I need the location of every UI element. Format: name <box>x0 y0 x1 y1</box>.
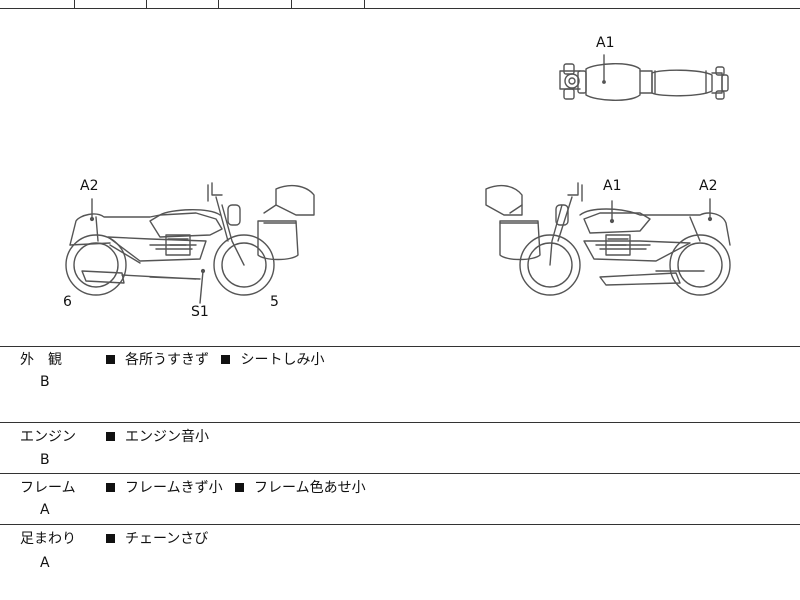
damage-diagram: A1 A2 6 S1 5 A1 A2 <box>0 9 800 347</box>
marker-left-6: 6 <box>63 294 72 310</box>
condition-grade: B <box>40 374 50 390</box>
header-cell <box>0 0 219 8</box>
motorcycle-diagram-drawing <box>65 54 731 304</box>
condition-note: シートしみ小 <box>240 352 325 368</box>
condition-row-suspension: 足まわり A チェーンさび <box>0 525 800 600</box>
marker-leaders <box>91 54 711 304</box>
condition-note: フレームきず小 <box>125 480 223 496</box>
condition-grade: A <box>40 555 50 571</box>
bullet-square-icon <box>221 355 231 364</box>
condition-notes: 各所うすきず シートしみ小 <box>106 352 332 368</box>
marker-right-a2: A2 <box>699 178 718 194</box>
marker-right-a1: A1 <box>603 178 622 194</box>
header-cell <box>0 0 292 8</box>
condition-row-engine: エンジン B エンジン音小 <box>0 423 800 474</box>
condition-note: エンジン音小 <box>125 429 209 445</box>
marker-top-view-a1: A1 <box>596 35 615 51</box>
header-divider <box>0 8 800 9</box>
marker-left-s1: S1 <box>191 304 209 320</box>
condition-note: フレーム色あせ小 <box>254 480 366 496</box>
condition-category: フレーム <box>20 480 76 496</box>
condition-notes: フレームきず小 フレーム色あせ小 <box>106 480 374 496</box>
condition-notes: チェーンさび <box>106 531 216 547</box>
condition-category: エンジン <box>20 429 76 445</box>
bullet-square-icon <box>106 534 115 543</box>
header-cell <box>0 0 147 8</box>
condition-category: 外 観 <box>20 352 62 368</box>
condition-grade: A <box>40 502 50 518</box>
bullet-square-icon <box>235 483 245 492</box>
condition-note: 各所うすきず <box>125 352 209 368</box>
bullet-square-icon <box>106 483 115 492</box>
marker-left-a2: A2 <box>80 178 99 194</box>
header-row-cut-off <box>0 0 800 9</box>
marker-left-5: 5 <box>270 294 279 310</box>
condition-notes: エンジン音小 <box>106 429 217 445</box>
condition-row-frame: フレーム A フレームきず小 フレーム色あせ小 <box>0 474 800 525</box>
condition-grade: B <box>40 452 50 468</box>
bullet-square-icon <box>106 355 115 364</box>
condition-row-exterior: 外 観 B 各所うすきず シートしみ小 <box>0 346 800 423</box>
header-cell <box>0 0 75 8</box>
motorcycle-top-view <box>559 63 729 101</box>
motorcycle-right-view <box>485 182 731 296</box>
condition-note: チェーンさび <box>125 531 209 547</box>
header-cell <box>0 0 365 8</box>
bullet-square-icon <box>106 432 115 441</box>
motorcycle-left-view <box>65 182 315 296</box>
condition-category: 足まわり <box>20 531 76 547</box>
